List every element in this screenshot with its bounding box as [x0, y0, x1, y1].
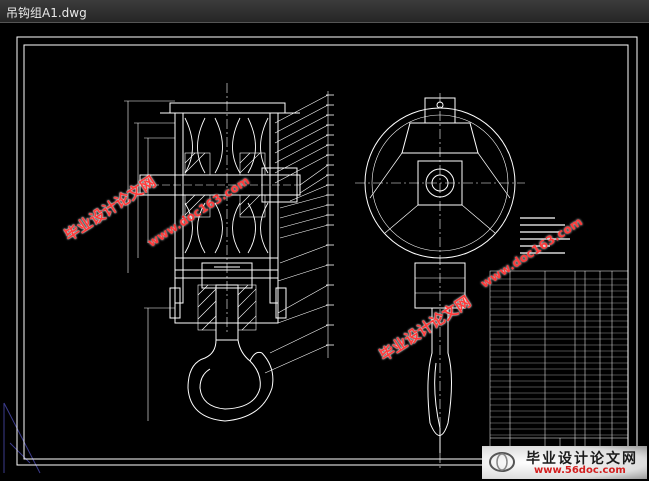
ucs-icon	[3, 402, 41, 474]
drawing-frame	[16, 36, 638, 466]
brand-cn-text: 毕业设计论文网	[526, 451, 638, 467]
part-leaders	[264, 91, 334, 374]
brand-emblem-icon	[489, 452, 515, 472]
cad-drawing-canvas[interactable]: 毕业设计论文网 www.doc163.com 毕业设计论文网 www.doc16…	[0, 23, 649, 481]
window-titlebar[interactable]: 吊钩组A1.dwg	[0, 0, 649, 23]
site-brand-logo: 毕业设计论文网 www.56doc.com	[482, 446, 647, 479]
brand-url-text: www.56doc.com	[534, 465, 626, 476]
drawing-svg	[3, 36, 638, 474]
title-block	[489, 270, 629, 462]
technical-notes	[520, 217, 570, 254]
parts-rows	[490, 278, 628, 436]
side-view	[355, 93, 525, 468]
window-title: 吊钩组A1.dwg	[6, 6, 87, 20]
front-section-view	[124, 83, 301, 422]
